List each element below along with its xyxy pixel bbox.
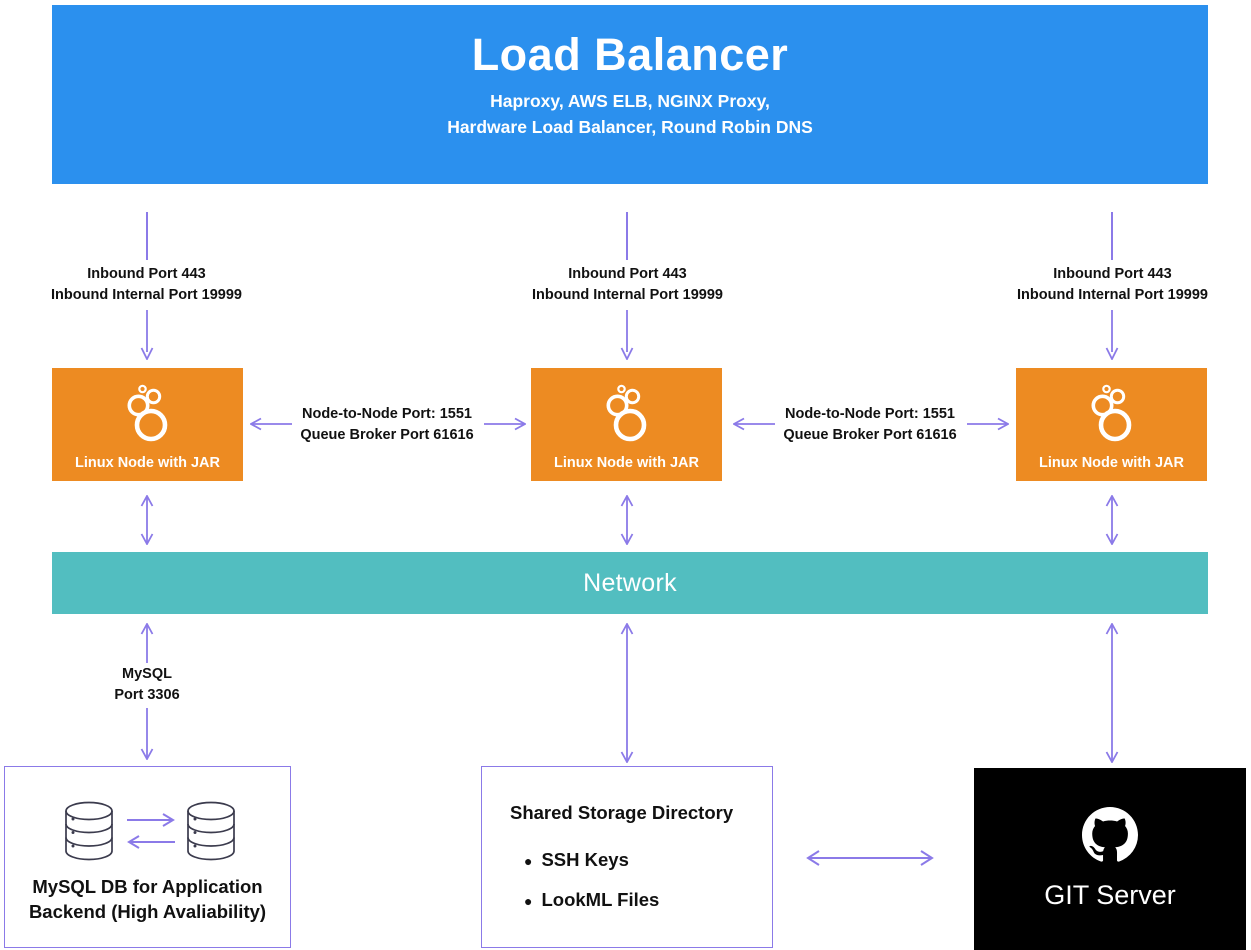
node-link-label-1-line2: Queue Broker Port 61616 — [300, 427, 474, 444]
node-link-arrow-right-2 — [967, 416, 1010, 432]
mysql-link-label-line1: MySQL — [122, 666, 172, 682]
load-balancer-subtitle-line2: Hardware Load Balancer, Round Robin DNS — [447, 116, 813, 137]
mysql-db-caption: MySQL DB for Application Backend (High A… — [5, 875, 290, 925]
load-balancer-subtitle: Haproxy, AWS ELB, NGINX Proxy, Hardware … — [447, 89, 813, 140]
load-balancer-title: Load Balancer — [471, 29, 789, 80]
node-link-label-1: Node-to-Node Port: 1551 Queue Broker Por… — [292, 404, 482, 446]
replication-arrows — [127, 811, 175, 856]
shared-storage-item-label: SSH Keys — [541, 849, 629, 870]
node-link-arrow-right-1 — [484, 416, 527, 432]
connector-line-lb-node-3-top — [1111, 212, 1113, 260]
connector-arrow-lb-node-1 — [139, 310, 155, 362]
connector-line-lb-node-2-top — [626, 212, 628, 260]
node-link-arrow-left-1 — [249, 416, 292, 432]
network-box: Network — [52, 552, 1208, 614]
inbound-label-3-line2: Inbound Internal Port 19999 — [1017, 287, 1208, 304]
node-link-label-2-line2: Queue Broker Port 61616 — [783, 427, 957, 444]
shared-storage-item-label: LookML Files — [541, 889, 660, 910]
shared-storage-item-lookml-files: ● LookML Files — [524, 889, 659, 911]
mysql-db-caption-line2: Backend (High Avaliability) — [28, 900, 267, 922]
shared-storage-box: Shared Storage Directory ● SSH Keys ● Lo… — [481, 766, 773, 948]
mysql-db-caption-line1: MySQL DB for Application — [32, 876, 263, 897]
connector-network-db-upper — [139, 622, 155, 663]
connector-network-shared-storage — [619, 622, 635, 764]
load-balancer-box: Load Balancer Haproxy, AWS ELB, NGINX Pr… — [52, 5, 1208, 184]
database-cylinder-icon — [185, 800, 237, 867]
inbound-label-1-line2: Inbound Internal Port 19999 — [51, 287, 242, 304]
connector-node-network-2 — [619, 494, 635, 546]
shared-storage-title: Shared Storage Directory — [510, 802, 734, 823]
mysql-link-label: MySQL Port 3306 — [47, 664, 247, 706]
git-server-box: GIT Server — [974, 768, 1246, 950]
node-link-arrow-left-2 — [732, 416, 775, 432]
connector-network-db-lower — [139, 708, 155, 761]
inbound-label-2: Inbound Port 443 Inbound Internal Port 1… — [481, 264, 774, 306]
inbound-label-3-line1: Inbound Port 443 — [1053, 266, 1172, 282]
looker-logo-icon — [1085, 380, 1139, 449]
mysql-link-label-line2: Port 3306 — [114, 687, 180, 704]
connector-node-network-3 — [1104, 494, 1120, 546]
github-octocat-icon — [1082, 807, 1138, 868]
database-cylinder-icon — [63, 800, 115, 867]
linux-node-box-3: Linux Node with JAR — [1016, 368, 1207, 481]
connector-network-git — [1104, 622, 1120, 764]
shared-storage-item-ssh-keys: ● SSH Keys — [524, 849, 629, 871]
inbound-label-2-line2: Inbound Internal Port 19999 — [532, 287, 723, 304]
connector-arrow-lb-node-3 — [1104, 310, 1120, 362]
linux-node-label-3: Linux Node with JAR — [1039, 454, 1184, 471]
node-link-label-2: Node-to-Node Port: 1551 Queue Broker Por… — [775, 404, 965, 446]
linux-node-box-2: Linux Node with JAR — [531, 368, 722, 481]
inbound-label-2-line1: Inbound Port 443 — [568, 266, 687, 282]
load-balancer-subtitle-line1: Haproxy, AWS ELB, NGINX Proxy, — [490, 91, 770, 112]
inbound-label-1-line1: Inbound Port 443 — [87, 266, 206, 282]
node-link-label-1-line1: Node-to-Node Port: 1551 — [302, 406, 472, 422]
connector-arrow-lb-node-2 — [619, 310, 635, 362]
linux-node-label-1: Linux Node with JAR — [75, 454, 220, 471]
inbound-label-1: Inbound Port 443 Inbound Internal Port 1… — [0, 264, 293, 306]
git-server-label: GIT Server — [1044, 880, 1176, 910]
linux-node-label-2: Linux Node with JAR — [554, 454, 699, 471]
connector-line-lb-node-1-top — [146, 212, 148, 260]
node-link-label-2-line1: Node-to-Node Port: 1551 — [785, 406, 955, 422]
connector-shared-storage-git — [806, 849, 934, 867]
linux-node-box-1: Linux Node with JAR — [52, 368, 243, 481]
looker-logo-icon — [600, 380, 654, 449]
inbound-label-3: Inbound Port 443 Inbound Internal Port 1… — [966, 264, 1251, 306]
looker-logo-icon — [121, 380, 175, 449]
mysql-db-box: MySQL DB for Application Backend (High A… — [4, 766, 291, 948]
bullet-icon: ● — [524, 893, 533, 909]
network-label: Network — [583, 568, 677, 597]
bullet-icon: ● — [524, 853, 533, 869]
connector-node-network-1 — [139, 494, 155, 546]
